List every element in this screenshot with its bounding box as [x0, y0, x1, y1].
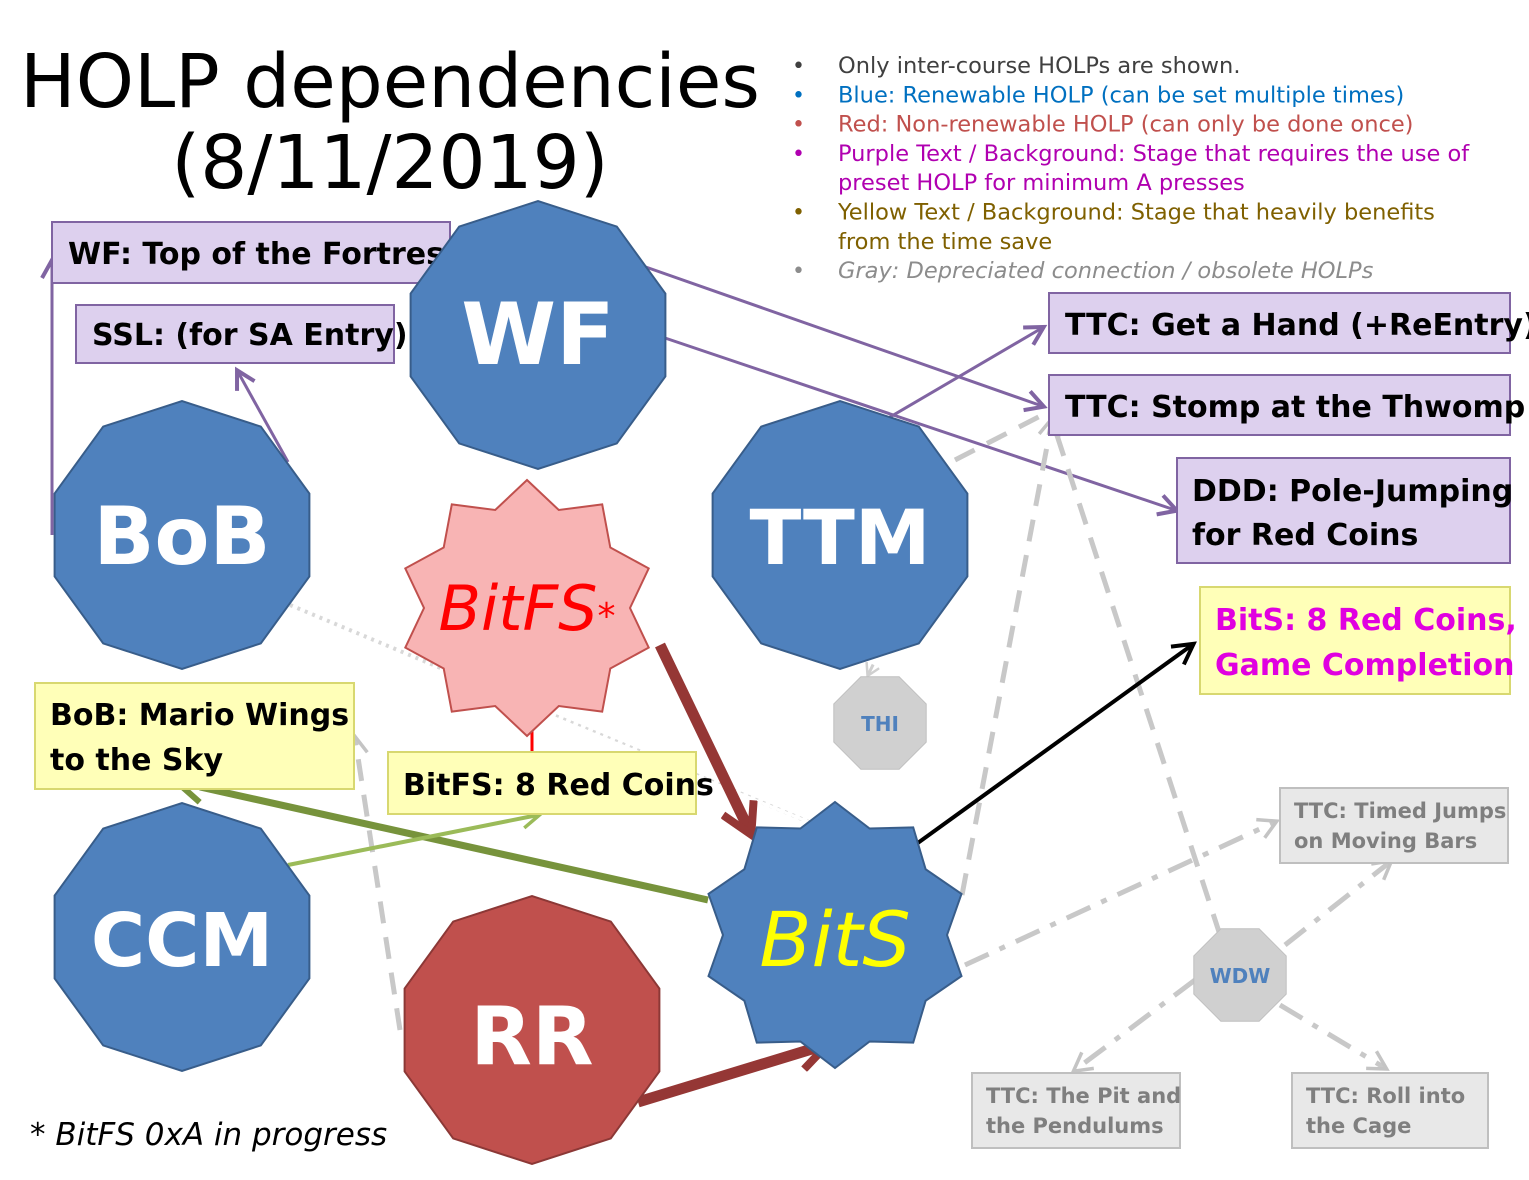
label-ddd-1: DDD: Pole-Jumping: [1192, 474, 1513, 509]
label-bitfs-red: BitFS: 8 Red Coins: [403, 768, 714, 803]
legend-item: preset HOLP for minimum A presses: [838, 170, 1245, 196]
legend-bullet: •: [792, 259, 805, 284]
legend-bullet: •: [792, 142, 805, 167]
label-bitfs-star: *: [598, 596, 616, 637]
footnote: * BitFS 0xA in progress: [30, 1117, 387, 1153]
edge-bitfs-bits: [655, 642, 750, 832]
node-wdw: [1193, 928, 1287, 1022]
box-ddd: [1176, 457, 1511, 564]
box-ssl: [75, 304, 395, 364]
legend-bullet: •: [792, 83, 805, 108]
edge-gray-wdw-ttc-cage: [1278, 1002, 1390, 1071]
edge-dotted-bob-bits: [289, 603, 828, 830]
node-rr: [403, 894, 661, 1166]
box-ttc-cage: [1291, 1072, 1489, 1149]
box-ttc-timed: [1279, 787, 1509, 864]
label-wdw: WDW: [1210, 964, 1271, 988]
legend-bullet: •: [792, 54, 805, 79]
edge-rr-bits: [636, 1045, 825, 1108]
node-ccm: [53, 801, 311, 1073]
edge-gray-wdw-ttc-stomp: [1049, 419, 1223, 936]
title-line-1: HOLP dependencies: [20, 39, 760, 125]
legend-item: Yellow Text / Background: Stage that hea…: [837, 200, 1435, 226]
node-bits: [707, 800, 963, 1070]
label-ttc-stomp: TTC: Stomp at the Thwomp: [1065, 390, 1525, 425]
label-ttc-cage-1: TTC: Roll into: [1306, 1084, 1465, 1108]
edge-gray-ttm-ttc-stomp: [953, 407, 1054, 463]
legend-item: Only inter-course HOLPs are shown.: [838, 53, 1240, 79]
node-ttm: [711, 399, 969, 671]
label-ttc-timed-2: on Moving Bars: [1294, 829, 1477, 853]
title-line-2: (8/11/2019): [171, 120, 608, 206]
edge-bob-ssl: [238, 372, 290, 463]
box-ttc-pit: [971, 1072, 1181, 1149]
edge-gray-wdw-ttc-pit: [1070, 978, 1197, 1074]
label-wf-top: WF: Top of the Fortress: [68, 237, 462, 272]
label-bob-wings-1: BoB: Mario Wings: [50, 698, 349, 733]
edges: [52, 262, 1395, 1108]
course-nodes: WF BoB TTM CCM RR BitS BitFS* THI WDW: [53, 199, 1287, 1166]
label-ttc-pit-1: TTC: The Pit and: [986, 1084, 1181, 1108]
legend-item: Blue: Renewable HOLP (can be set multipl…: [838, 82, 1404, 108]
label-bits: BitS: [759, 895, 910, 984]
node-bob: [53, 399, 311, 671]
edge-ccm-bitfs-red: [287, 806, 544, 867]
legend-item: Purple Text / Background: Stage that req…: [838, 141, 1470, 167]
box-bob-wings: [34, 682, 355, 790]
label-bits-red-1: BitS: 8 Red Coins,: [1215, 603, 1517, 638]
edge-bits-bob-wings: [200, 787, 709, 904]
label-ttc-timed-1: TTC: Timed Jumps: [1294, 799, 1506, 823]
label-bob-wings-2: to the Sky: [50, 743, 223, 778]
box-bitfs-red: [387, 751, 697, 815]
label-bitfs-name: BitFS: [438, 572, 597, 645]
label-bob: BoB: [94, 490, 271, 583]
legend-item: Red: Non-renewable HOLP (can only be don…: [838, 112, 1413, 138]
edge-gray-bits-ttc-stomp: [959, 414, 1061, 896]
box-bits-red: [1199, 586, 1511, 695]
label-ddd-2: for Red Coins: [1192, 518, 1418, 553]
edge-wf-ddd: [664, 336, 1175, 510]
label-ttm: TTM: [749, 493, 930, 582]
label-ssl: SSL: (for SA Entry): [92, 318, 408, 353]
node-wf: [409, 199, 667, 471]
box-ttc-stomp: [1048, 374, 1511, 436]
label-wf: WF: [461, 285, 615, 385]
edge-gray-wdw-ttc-timed: [1283, 858, 1395, 947]
box-ttc-hand: [1048, 292, 1511, 354]
edge-wf-ttc-stomp: [639, 263, 1042, 406]
legend-item: from the time save: [838, 229, 1052, 255]
legend-item: Gray: Depreciated connection / obsolete …: [838, 258, 1374, 284]
label-bitfs: BitFS*: [438, 572, 615, 645]
node-bitfs: [403, 478, 651, 738]
legend: • Only inter-course HOLPs are shown. • Blue…: [792, 53, 1470, 284]
label-bits-red-2: Game Completion: [1215, 648, 1515, 683]
edge-bits-game-completion: [913, 645, 1192, 847]
legend-bullet: •: [792, 113, 805, 138]
legend-bullet: •: [792, 201, 805, 226]
label-ttc-pit-2: the Pendulums: [986, 1114, 1164, 1138]
node-thi: [833, 676, 927, 770]
label-ttc-hand: TTC: Get a Hand (+ReEntry): [1065, 308, 1529, 343]
label-thi: THI: [861, 712, 899, 736]
label-ttc-cage-2: the Cage: [1306, 1114, 1411, 1138]
edge-ttm-ttc-hand: [884, 328, 1042, 422]
edge-gray-bits-ttc-timed: [963, 817, 1281, 968]
label-rr: RR: [470, 990, 593, 1083]
label-ccm: CCM: [91, 898, 273, 984]
edge-gray-rr-bob-wings: [345, 732, 403, 1031]
